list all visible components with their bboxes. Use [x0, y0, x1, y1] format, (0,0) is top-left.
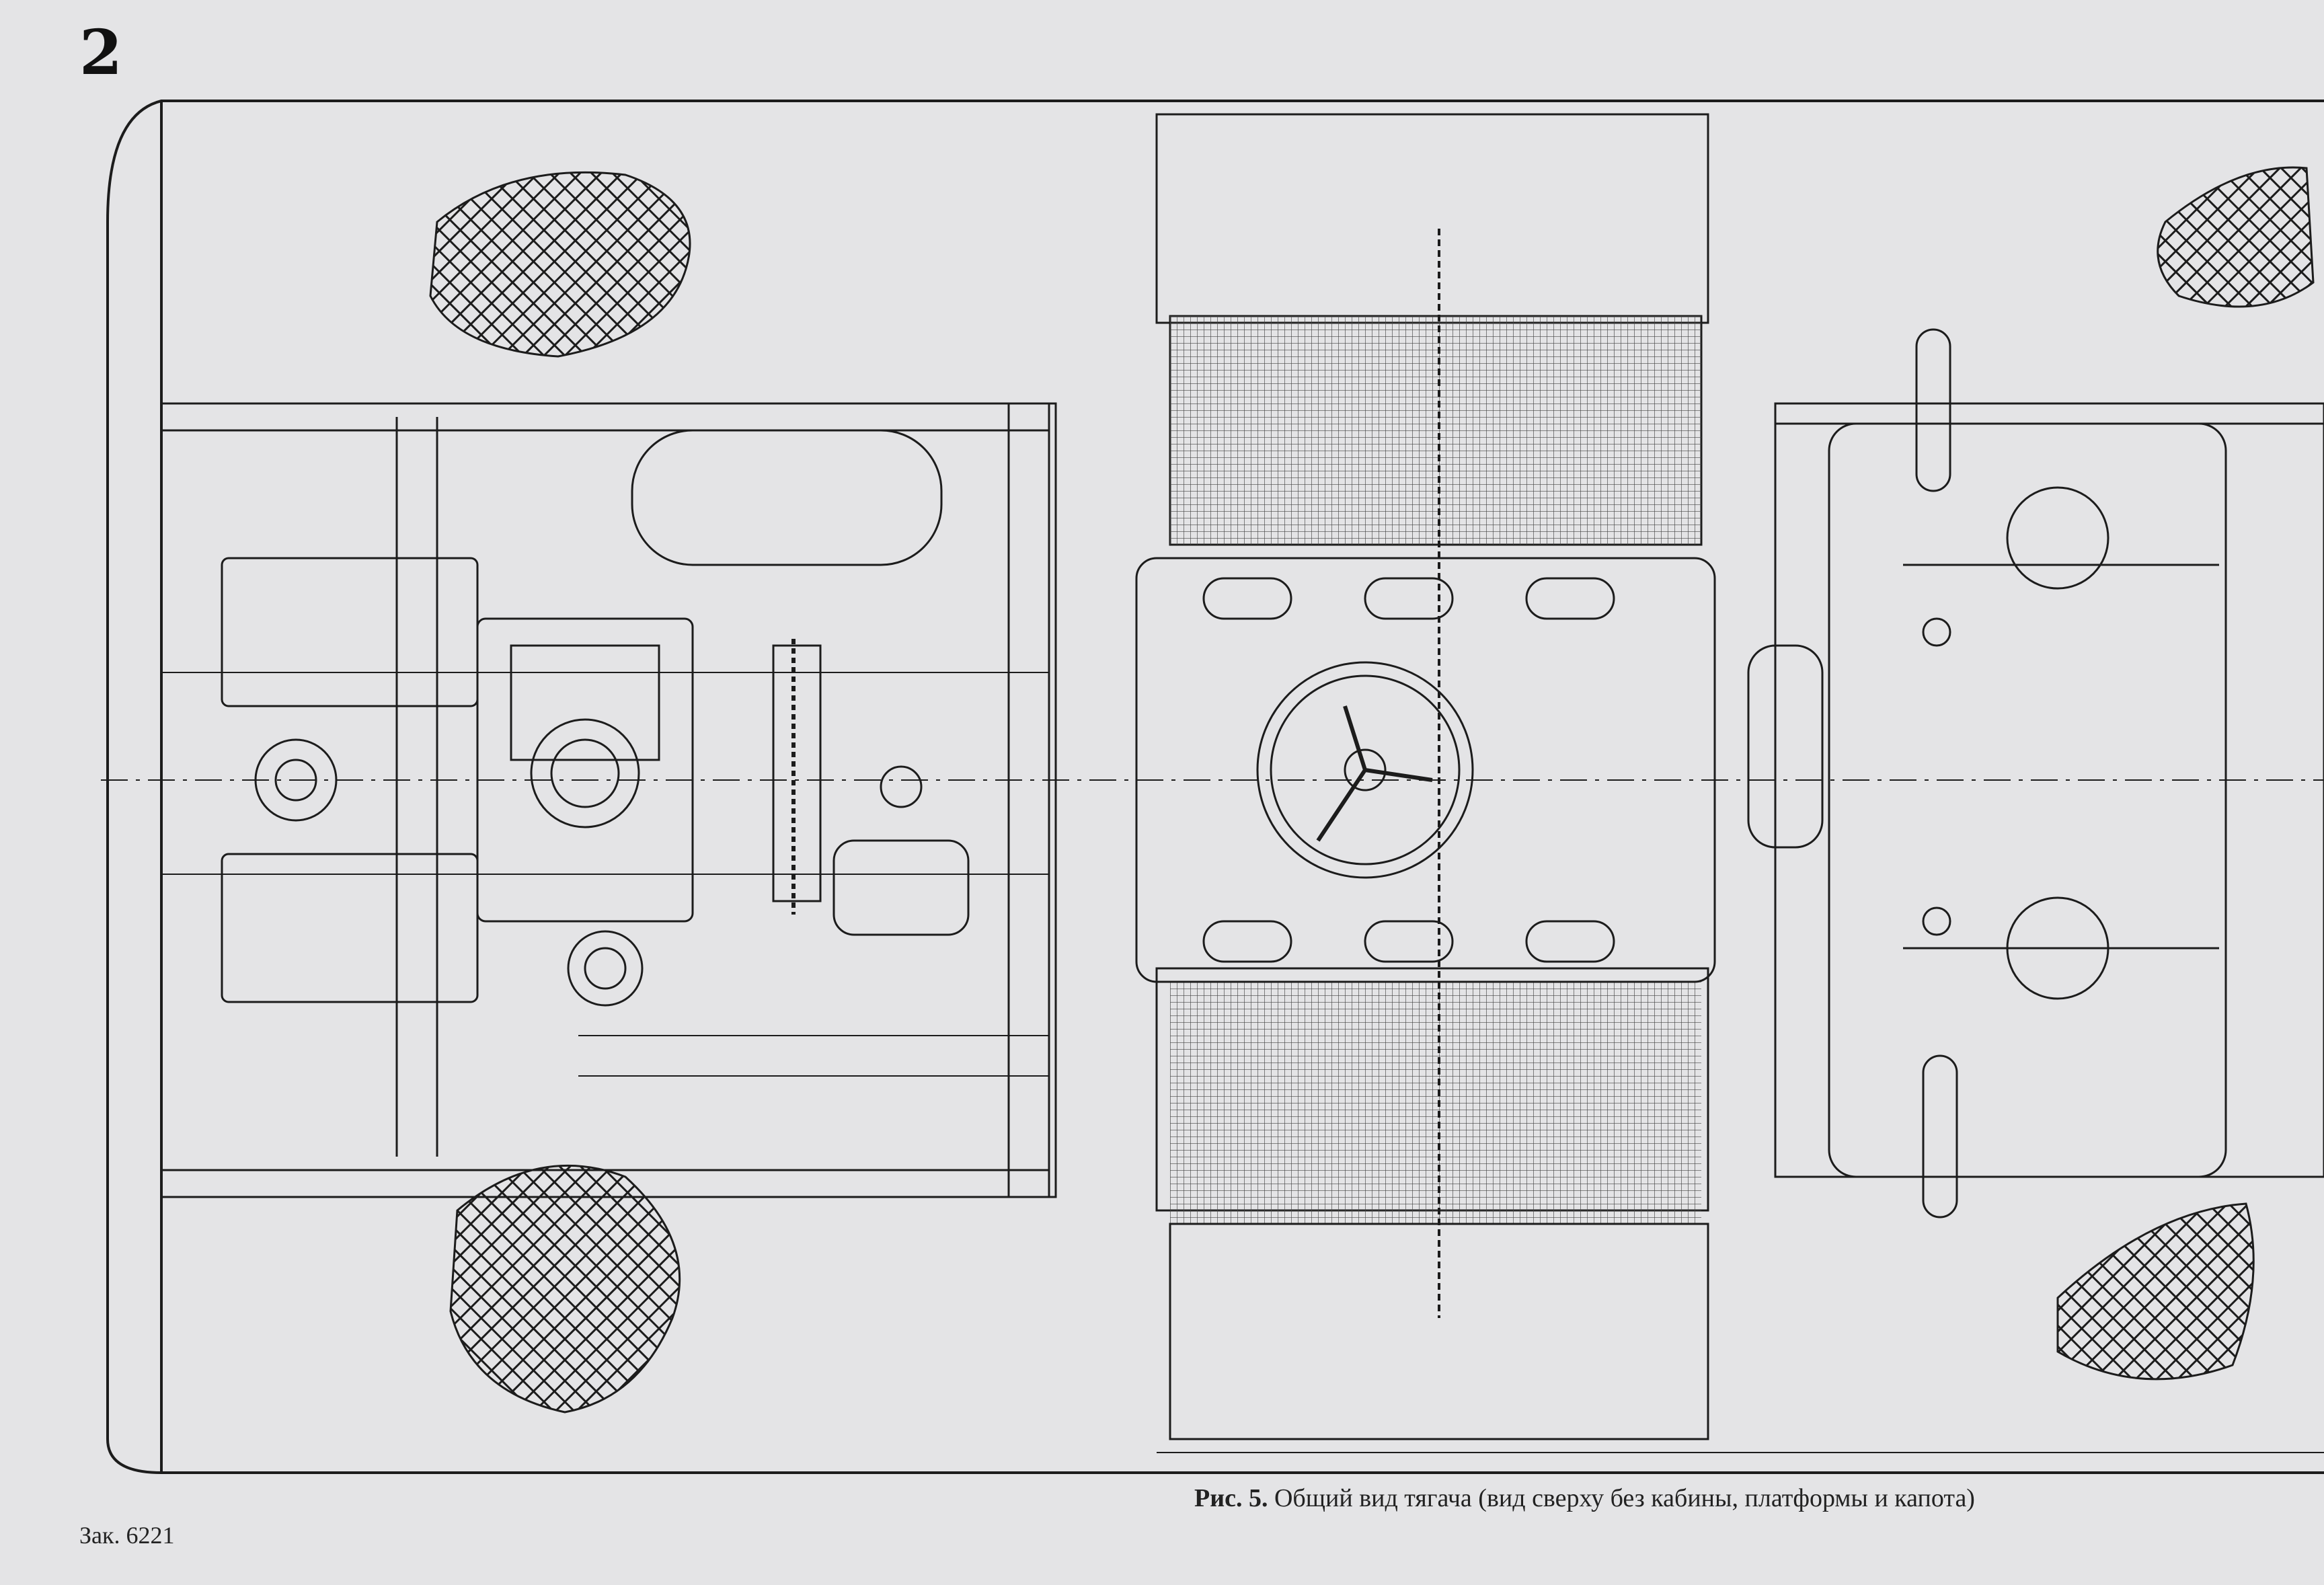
figure-caption-text: Общий вид тягача (вид сверху без кабины,…: [1274, 1484, 1975, 1512]
rear-axle: [1828, 328, 2227, 1219]
gearbox-assembly: [161, 417, 1049, 1157]
order-number: Зак. 6221: [79, 1522, 175, 1549]
engine-and-radiators: [1135, 113, 1824, 1440]
page-number: 2: [79, 16, 123, 89]
figure-label: Рис. 5.: [1194, 1484, 1268, 1512]
figure-caption: Рис. 5. Общий вид тягача (вид сверху без…: [1194, 1483, 1975, 1513]
crossmember: [1007, 402, 1057, 1198]
mesh-footplates: [429, 166, 2315, 1414]
